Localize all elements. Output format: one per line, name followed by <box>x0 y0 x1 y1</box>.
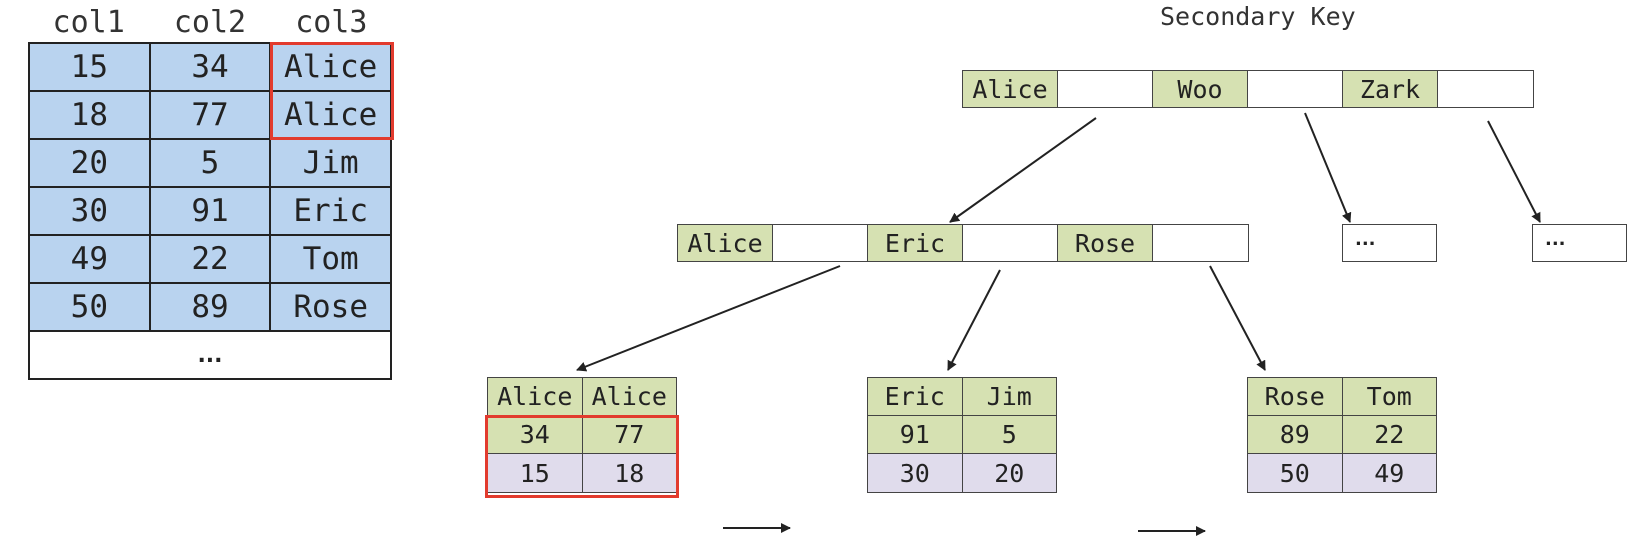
table-cell: Eric <box>293 193 368 229</box>
tree-inner-node: Alice Eric Rose <box>677 224 1249 262</box>
node-key: Alice <box>963 71 1058 107</box>
table-cell: Rose <box>293 289 368 325</box>
table-row: 50 89 Rose <box>30 284 390 332</box>
table-cell: 18 <box>30 92 151 138</box>
node-key: Zark <box>1343 71 1438 107</box>
table-cell: 5 <box>151 140 272 186</box>
node-pointer <box>1438 71 1533 107</box>
leaf-key-row: Rose Tom <box>1248 378 1436 416</box>
tree-leaf-node: Rose Tom 89 22 50 49 <box>1247 377 1437 493</box>
table-cell: Alice <box>284 97 378 133</box>
leaf-cell: 50 <box>1248 454 1343 492</box>
leaf-cell: 30 <box>868 454 963 492</box>
tree-root-node: Alice Woo Zark <box>962 70 1534 108</box>
leaf-cell: 77 <box>582 416 676 453</box>
node-pointer <box>963 225 1058 261</box>
leaf-cell: 91 <box>868 416 963 453</box>
node-key: Woo <box>1153 71 1248 107</box>
edge-arrow <box>1487 120 1541 223</box>
table-cell: Jim <box>302 145 359 181</box>
table-cell: 34 <box>151 44 272 90</box>
node-pointer <box>1153 225 1248 261</box>
table-cell: 20 <box>30 140 151 186</box>
edge-arrow <box>576 265 841 372</box>
table-cell: Tom <box>302 241 359 277</box>
edge-arrow <box>1209 265 1266 371</box>
table-cell: 77 <box>151 92 272 138</box>
table-cell: 49 <box>30 236 151 282</box>
column-header-col2: col2 <box>173 4 247 40</box>
leaf-cell: 49 <box>1342 454 1436 492</box>
table-cell: 50 <box>30 284 151 330</box>
leaf-col1-row: 30 20 <box>868 454 1056 492</box>
edge-arrow <box>947 269 1001 371</box>
node-key: Rose <box>1058 225 1153 261</box>
leaf-col2-row: 89 22 <box>1248 416 1436 454</box>
leaf-cell: 20 <box>962 454 1056 492</box>
leaf-col2-row: 91 5 <box>868 416 1056 454</box>
table-row: 15 34 Alice <box>30 44 390 92</box>
column-header-col1: col1 <box>52 4 125 40</box>
leaf-cell: 15 <box>488 454 583 492</box>
leaf-cell: Eric <box>868 378 963 415</box>
leaf-cell: Tom <box>1342 378 1436 415</box>
data-table: 15 34 Alice 18 77 Alice 20 5 Jim 30 91 E… <box>28 42 394 380</box>
leaf-cell: Jim <box>962 378 1056 415</box>
table-row: 49 22 Tom <box>30 236 390 284</box>
table-row: 18 77 Alice <box>30 92 390 140</box>
tree-stub-node: ... <box>1342 224 1437 262</box>
leaf-cell: Alice <box>488 378 583 415</box>
tree-leaf-node: Alice Alice 34 77 15 18 <box>487 377 677 493</box>
node-pointer <box>773 225 868 261</box>
node-pointer <box>1248 71 1343 107</box>
tree-title: Secondary Key <box>1160 2 1356 31</box>
table-row: 20 5 Jim <box>30 140 390 188</box>
leaf-cell: Alice <box>582 378 676 415</box>
leaf-col1-row: 50 49 <box>1248 454 1436 492</box>
data-table-panel: col1 col2 col3 15 34 Alice 18 77 Alice 2… <box>28 2 394 380</box>
table-ellipsis-row: ... <box>30 332 390 378</box>
leaf-cell: 5 <box>962 416 1056 453</box>
leaf-key-row: Eric Jim <box>868 378 1056 416</box>
leaf-cell: 18 <box>582 454 676 492</box>
table-cell: 22 <box>151 236 272 282</box>
column-headers: col1 col2 col3 <box>28 2 392 42</box>
table-row: 30 91 Eric <box>30 188 390 236</box>
edge-arrow <box>1304 112 1352 223</box>
table-cell: 15 <box>30 44 151 90</box>
leaf-cell: 34 <box>488 416 583 453</box>
table-cell: 91 <box>151 188 272 234</box>
table-cell: 30 <box>30 188 151 234</box>
leaf-cell: 22 <box>1342 416 1436 453</box>
table-cell: Alice <box>284 49 378 85</box>
table-cell: 89 <box>151 284 272 330</box>
leaf-col2-row: 34 77 <box>488 416 676 454</box>
column-header-col3: col3 <box>295 4 368 40</box>
tree-leaf-node: Eric Jim 91 5 30 20 <box>867 377 1057 493</box>
node-key: Alice <box>678 225 773 261</box>
node-pointer <box>1058 71 1153 107</box>
leaf-cell: Rose <box>1248 378 1343 415</box>
leaf-cell: 89 <box>1248 416 1343 453</box>
leaf-col1-row: 15 18 <box>488 454 676 492</box>
leaf-key-row: Alice Alice <box>488 378 676 416</box>
tree-stub-node: ... <box>1532 224 1627 262</box>
node-key: Eric <box>868 225 963 261</box>
edge-arrow <box>949 117 1097 223</box>
